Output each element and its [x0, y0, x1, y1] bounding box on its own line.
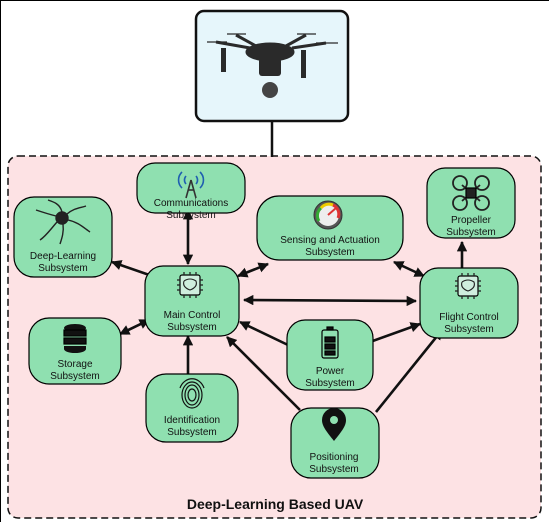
node-deep-learning-label-1: Deep-Learning [30, 251, 96, 262]
edge-main-sensing [237, 262, 269, 278]
node-power: Power Subsystem [286, 319, 374, 391]
node-positioning: Positioning Subsystem [290, 407, 380, 479]
node-power-label-2: Subsystem [305, 378, 354, 389]
neuron-icon [35, 199, 91, 245]
node-storage-label-1: Storage [57, 359, 92, 370]
node-identification: Identification Subsystem [145, 373, 239, 443]
drone-image-box [194, 9, 350, 123]
edge-power-main [239, 320, 289, 347]
node-flight-control-label-2: Subsystem [444, 324, 493, 335]
edge-main-storage [119, 318, 150, 336]
edge-positioning-main [226, 336, 301, 411]
node-main-control-label-2: Subsystem [167, 322, 216, 333]
node-main-control: Main Control Subsystem [144, 265, 240, 337]
node-sensing-label-1: Sensing and Actuation [280, 235, 380, 246]
uav-region [7, 155, 542, 519]
node-positioning-label-1: Positioning [310, 452, 359, 463]
node-positioning-label-2: Subsystem [309, 464, 358, 475]
node-storage-label-2: Subsystem [50, 371, 99, 382]
node-communications: Communications Subsystem [136, 162, 246, 221]
node-power-label-1: Power [316, 366, 345, 377]
node-communications-label-1: Communications [154, 198, 228, 209]
node-propeller: Propeller Subsystem [426, 167, 516, 239]
antenna-icon [177, 171, 205, 199]
fingerprint-icon [179, 378, 205, 409]
node-flight-control-label-1: Flight Control [439, 312, 498, 323]
edges [111, 208, 468, 413]
gauge-icon [313, 200, 343, 230]
database-icon [63, 324, 87, 353]
node-sensing-label-2: Subsystem [305, 247, 354, 258]
diagram-title: Deep-Learning Based UAV [187, 496, 364, 512]
edge-power-flight [369, 322, 421, 344]
node-flight-control: Flight Control Subsystem [419, 267, 519, 339]
node-deep-learning-label-2: Subsystem [38, 263, 87, 274]
edge-positioning-flight [374, 329, 444, 413]
node-deep-learning: Deep-Learning Subsystem [13, 196, 113, 278]
drone-icon [207, 33, 338, 98]
edge-sensing-flight [393, 260, 425, 278]
node-communications-label-2: Subsystem [166, 210, 215, 221]
node-propeller-label-2: Subsystem [446, 227, 495, 238]
node-storage: Storage Subsystem [28, 317, 122, 385]
node-propeller-label-1: Propeller [451, 215, 492, 226]
location-pin-icon [322, 408, 346, 441]
node-main-control-label-1: Main Control [164, 310, 221, 321]
battery-icon [321, 326, 339, 359]
brain-chip-icon [455, 273, 481, 299]
brain-chip-icon [177, 272, 203, 298]
quadcopter-icon [452, 175, 490, 211]
node-identification-label-1: Identification [164, 415, 220, 426]
edge-main-flight [242, 294, 418, 307]
node-sensing: Sensing and Actuation Subsystem [256, 195, 404, 261]
node-identification-label-2: Subsystem [167, 427, 216, 438]
